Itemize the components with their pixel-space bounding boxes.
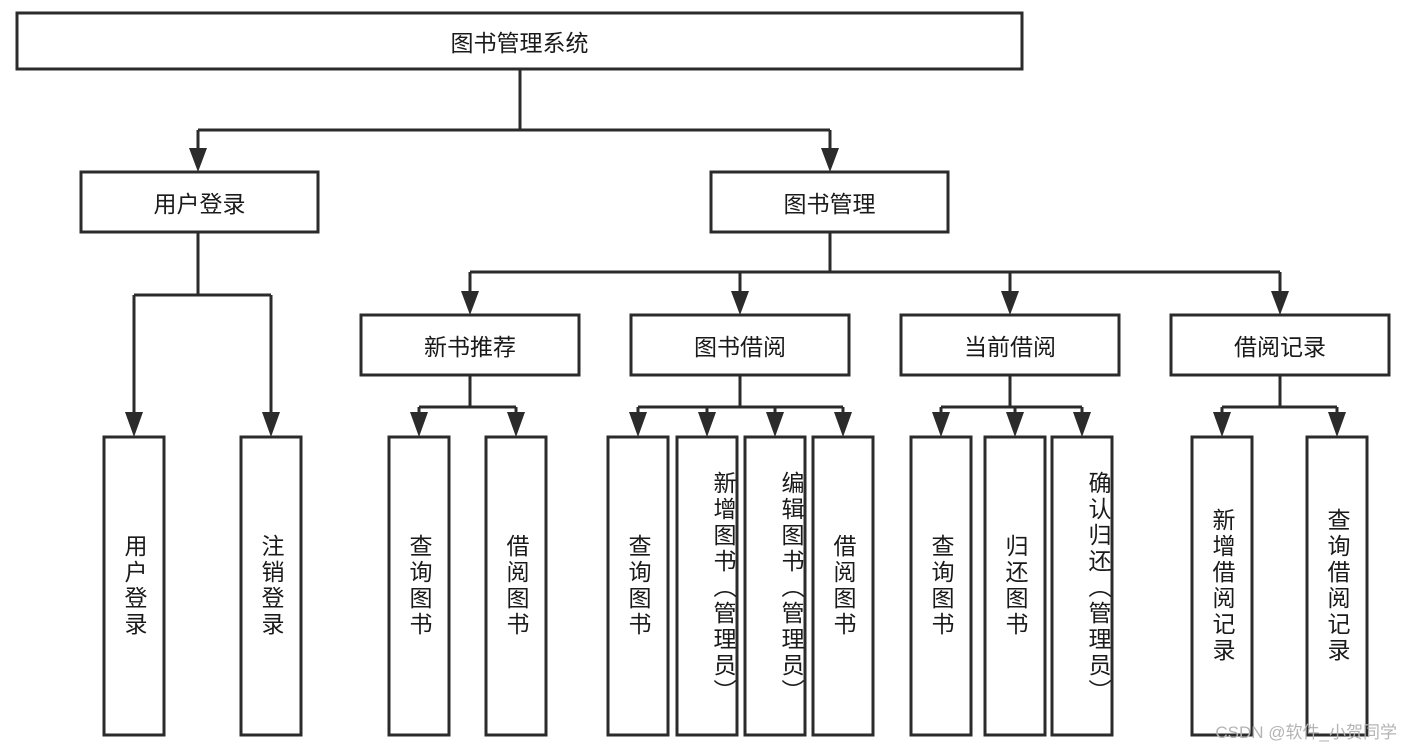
node-borrow-record[interactable] (1169, 313, 1391, 377)
connector-bookmanage-to-level3 (461, 232, 1289, 315)
arrow-head (410, 412, 428, 437)
node-leaf-borrow-book-2[interactable] (811, 435, 875, 737)
node-leaf-query-book-3[interactable] (909, 435, 973, 737)
node-root[interactable] (15, 11, 1024, 71)
arrow-head (507, 412, 525, 437)
connector-borrowrecord-to-leaves (1213, 375, 1346, 437)
arrow-head (731, 291, 749, 315)
node-user-login[interactable] (79, 170, 320, 234)
arrow-head (932, 412, 950, 437)
connector-root-to-level2 (189, 69, 839, 172)
arrow-head (821, 148, 839, 172)
arrow-head (1328, 412, 1346, 437)
node-leaf-borrow-book-1[interactable] (484, 435, 548, 737)
node-leaf-query-book-1[interactable] (387, 435, 451, 737)
arrow-head (698, 412, 716, 437)
connector-userlogin-to-leaves (125, 232, 280, 437)
node-current-borrow[interactable] (899, 313, 1121, 377)
arrow-head (461, 291, 479, 315)
arrow-head (834, 412, 852, 437)
node-leaf-edit-book[interactable] (743, 435, 807, 737)
arrow-head (1213, 412, 1231, 437)
arrow-head (125, 412, 143, 437)
node-book-borrow[interactable] (629, 313, 851, 377)
node-leaf-return-book[interactable] (983, 435, 1047, 737)
node-leaf-confirm-return[interactable] (1050, 435, 1114, 737)
node-leaf-user-login[interactable] (102, 435, 166, 737)
arrow-head (766, 412, 784, 437)
arrow-head (189, 148, 207, 172)
node-leaf-logout[interactable] (239, 435, 303, 737)
node-leaf-add-book[interactable] (675, 435, 739, 737)
connector-newbook-to-leaves (410, 375, 525, 437)
node-book-manage[interactable] (709, 170, 950, 234)
arrow-head (629, 412, 647, 437)
arrow-head (1006, 412, 1024, 437)
arrow-head (1001, 291, 1019, 315)
node-leaf-query-record[interactable] (1305, 435, 1369, 737)
node-leaf-add-record[interactable] (1190, 435, 1254, 737)
node-new-book-rec[interactable] (359, 313, 581, 377)
arrow-head (1271, 291, 1289, 315)
connector-currentborrow-to-leaves (932, 375, 1091, 437)
node-leaf-query-book-2[interactable] (606, 435, 670, 737)
arrow-head (1073, 412, 1091, 437)
arrow-head (262, 412, 280, 437)
connector-bookborrow-to-leaves (629, 375, 852, 437)
